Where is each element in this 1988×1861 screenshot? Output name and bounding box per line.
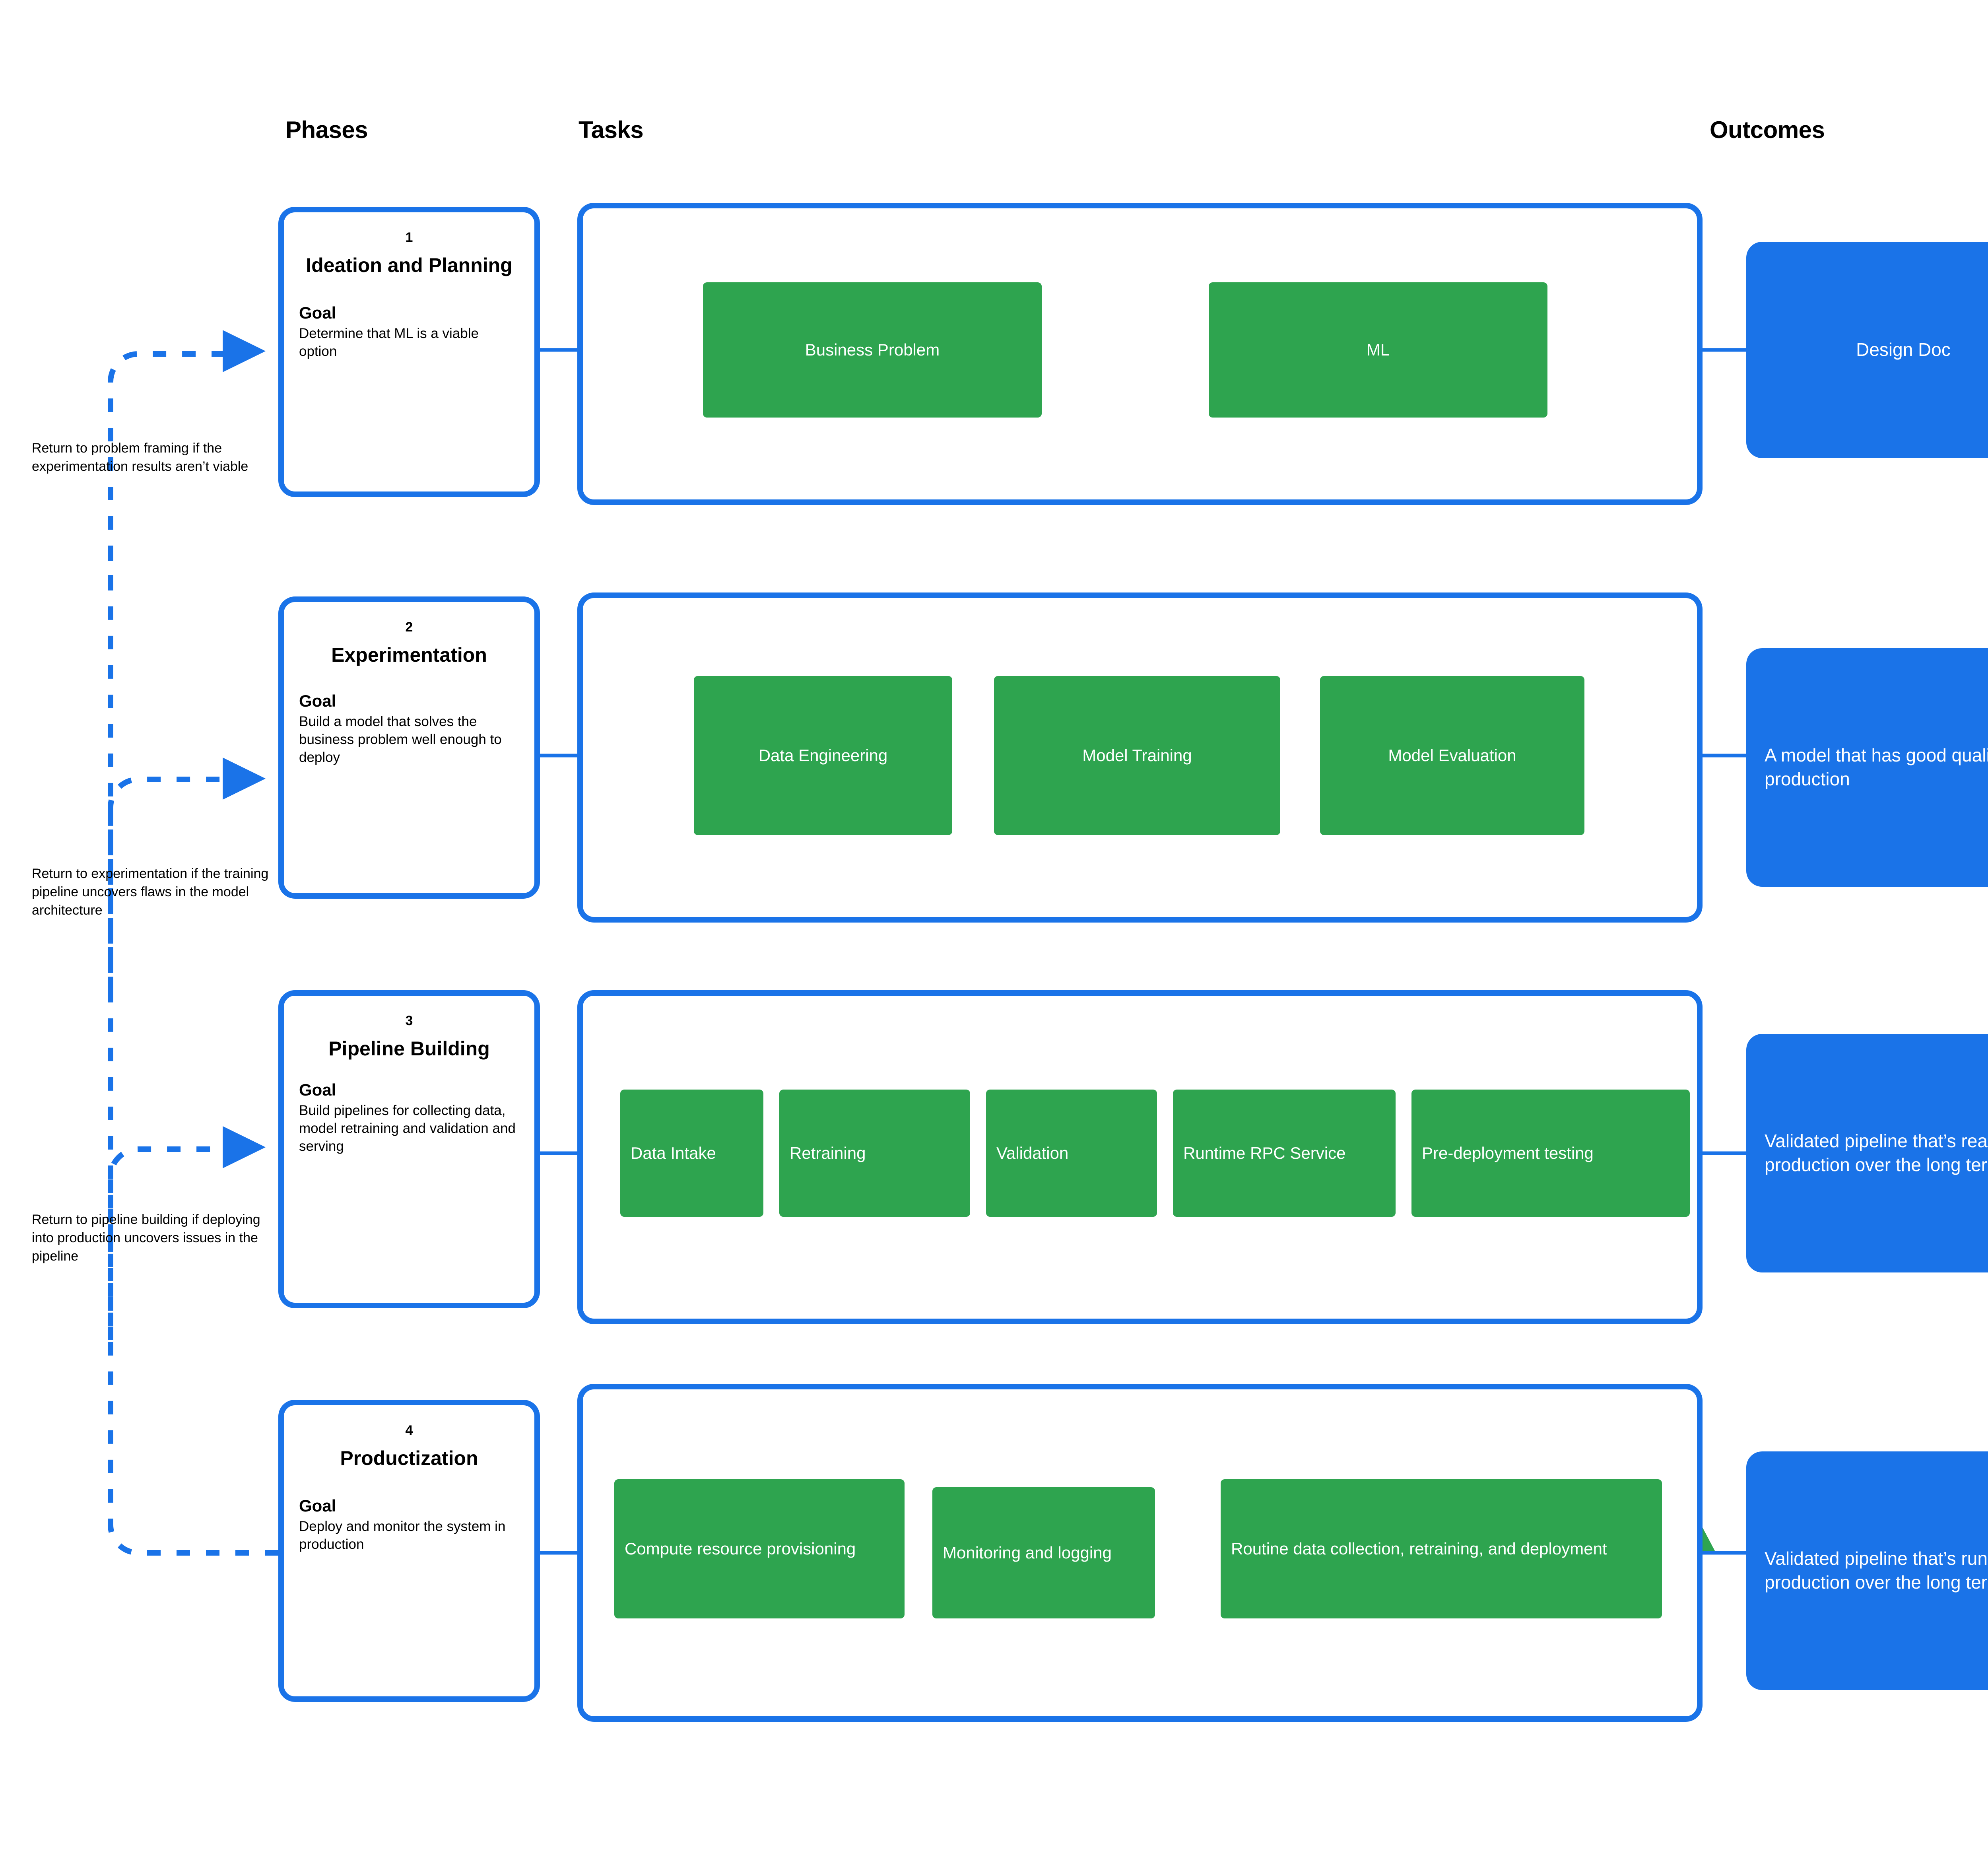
column-header-outcomes: Outcomes [1710,117,1825,143]
phase-card-1[interactable]: 1 Ideation and Planning Goal Determine t… [278,207,540,497]
phase-card-4[interactable]: 4 Productization Goal Deploy and monitor… [278,1400,540,1702]
outcome-card-4[interactable]: Validated pipeline that’s running in pro… [1746,1451,1988,1690]
task-chip-model-evaluation[interactable]: Model Evaluation [1320,676,1584,835]
goal-label: Goal [299,303,336,322]
task-chip-data-intake[interactable]: Data Intake [620,1090,763,1217]
phase-number: 1 [405,230,413,245]
goal-label: Goal [299,1080,336,1099]
goal-text: Build a model that solves the business p… [299,714,502,765]
phase-number: 4 [405,1423,413,1438]
feedback-arrowhead-2 [223,758,266,800]
outcome-card-3[interactable]: Validated pipeline that’s ready for prod… [1746,1034,1988,1272]
task-chip-pre-deployment-testing[interactable]: Pre-deployment testing [1411,1090,1690,1217]
goal-text: Deploy and monitor the system in product… [299,1519,506,1552]
phase-title: Productization [340,1447,478,1469]
column-header-phases: Phases [285,117,368,143]
task-chip-ml[interactable]: ML [1209,282,1547,418]
phase-to-tasks-connectors [540,348,577,1555]
tasks-to-outcome-connectors [1703,348,1746,1555]
task-chip-compute-resource-provisioning[interactable]: Compute resource provisioning [614,1479,905,1618]
task-chip-runtime-rpc-service[interactable]: Runtime RPC Service [1173,1090,1396,1217]
goal-label: Goal [299,692,336,710]
goal-text: Determine that ML is a viable option [299,326,479,359]
phase-number: 2 [405,620,413,635]
phase-card-2[interactable]: 2 Experimentation Goal Build a model tha… [278,596,540,899]
phase-card-3[interactable]: 3 Pipeline Building Goal Build pipelines… [278,990,540,1308]
column-header-tasks: Tasks [579,117,644,143]
feedback-arrow-4-return-rail [108,557,278,1556]
phase-number: 3 [405,1013,413,1028]
goal-label: Goal [299,1496,336,1515]
phase-title: Pipeline Building [328,1037,490,1060]
phase-title: Ideation and Planning [306,254,513,276]
outcome-card-1[interactable]: Design Doc [1746,242,1988,458]
feedback-arrowhead-3 [223,1126,266,1168]
task-chip-model-training[interactable]: Model Training [994,676,1280,835]
goal-text: Build pipelines for collecting data, mod… [299,1103,516,1154]
feedback-note-3: Return to pipeline building if deploying… [32,1212,260,1264]
task-chip-business-problem[interactable]: Business Problem [703,282,1042,418]
phase-title: Experimentation [331,644,487,666]
task-chip-retraining[interactable]: Retraining [779,1090,970,1217]
feedback-arrowhead-1 [223,330,266,372]
task-chip-monitoring-and-logging[interactable]: Monitoring and logging [932,1487,1155,1618]
task-chip-data-engineering[interactable]: Data Engineering [694,676,952,835]
feedback-note-2: Return to experimentation if the trainin… [32,866,269,918]
outcome-card-2[interactable]: A model that has good quality for produc… [1746,648,1988,887]
task-chip-routine-data-collection[interactable]: Routine data collection, retraining, and… [1221,1479,1662,1618]
task-chip-validation[interactable]: Validation [986,1090,1157,1217]
feedback-note-1: Return to problem framing if the experim… [32,441,248,474]
